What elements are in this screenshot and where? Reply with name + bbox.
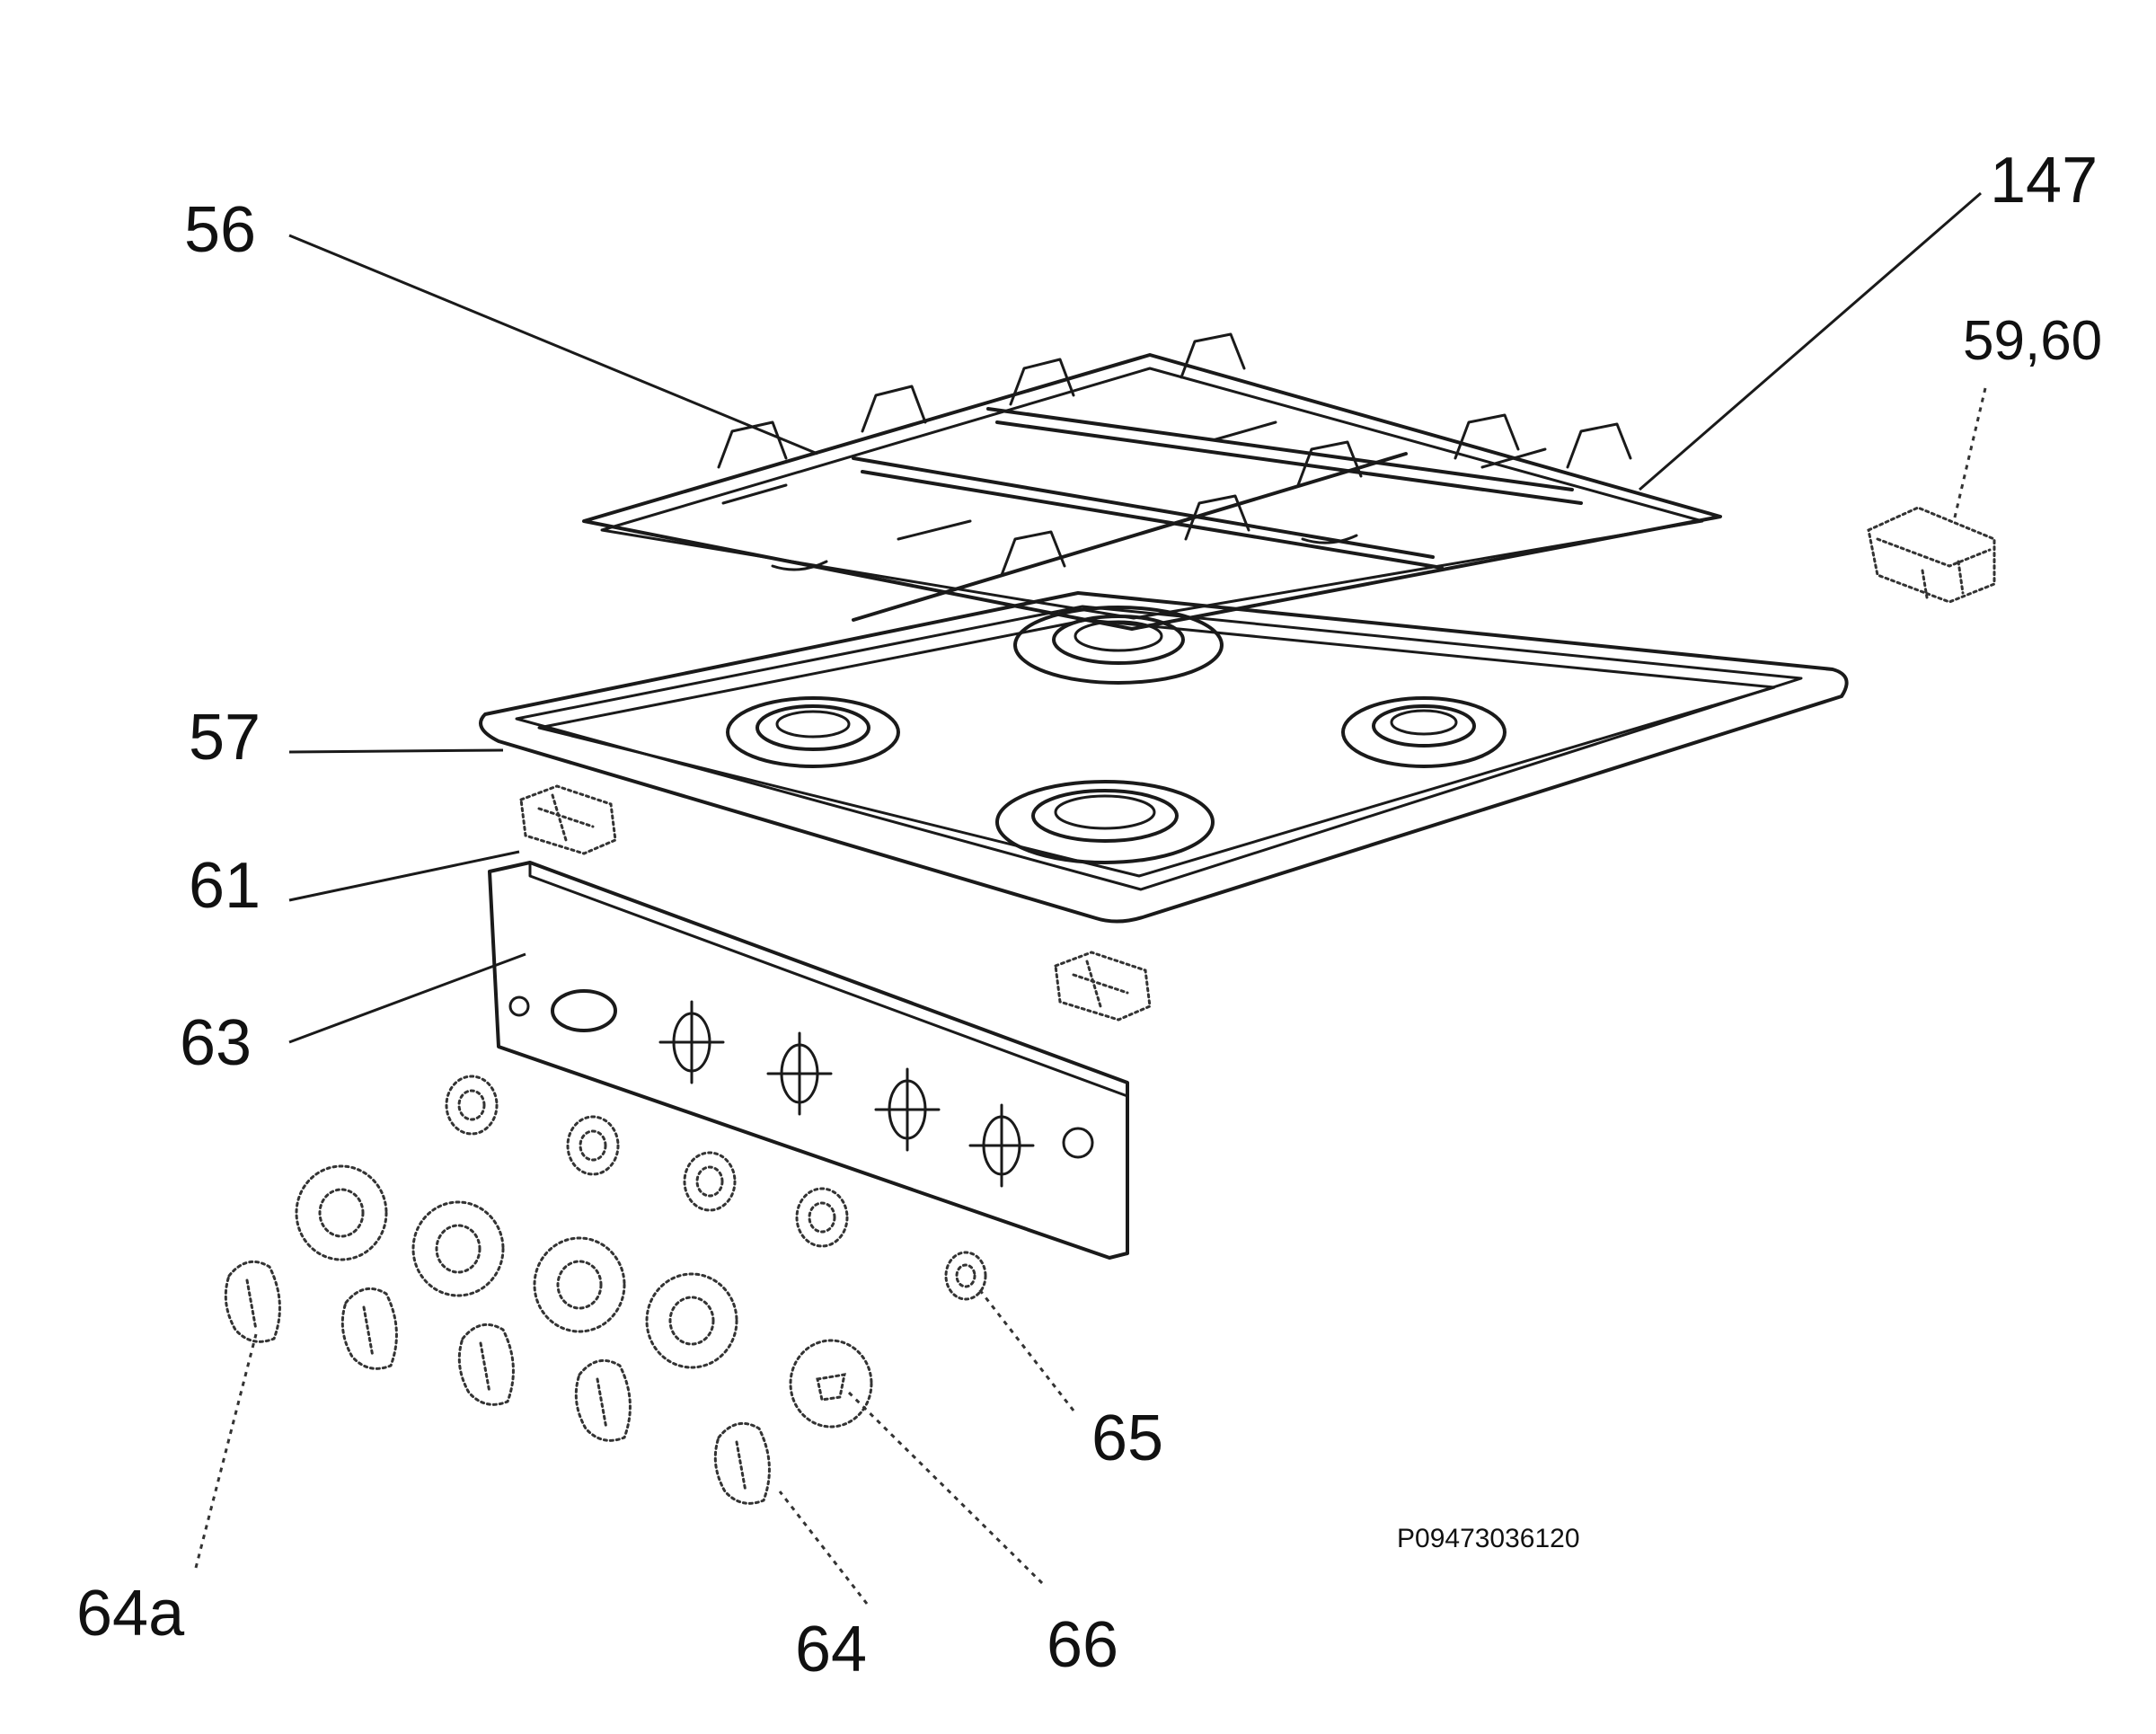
knob-2 [340,1287,398,1370]
label-56: 56 [184,194,256,266]
label-64: 64 [795,1614,867,1685]
bezel-4 [645,1272,738,1369]
label-61: 61 [189,850,261,922]
knob-4 [574,1358,632,1442]
bezel-5 [789,1339,873,1429]
bracket-left-drawing [519,784,617,855]
knob-1 [224,1260,281,1343]
spring-1 [445,1075,499,1136]
pan-support-grid-drawing [582,332,1722,631]
knobs-drawing [224,1260,771,1505]
spring-4 [795,1187,849,1248]
knob-opening-3 [874,1067,941,1152]
knob-3 [457,1323,515,1406]
spring-5 [944,1251,987,1301]
label-59-60: 59,60 [1963,310,2102,372]
label-63: 63 [180,1007,252,1079]
knob-opening-1 [658,1000,725,1084]
burner-right [1341,696,1507,768]
burner-front-left [726,696,900,768]
label-147: 147 [1990,145,2098,217]
bezels-drawing [295,1164,873,1429]
springs-drawing [445,1075,987,1301]
bezel-1 [295,1164,388,1261]
hob-top-drawing [479,591,1849,924]
knob-5 [713,1421,771,1505]
bezel-2 [411,1200,505,1297]
label-57: 57 [189,702,261,774]
spring-2 [566,1115,620,1176]
knob-opening-4 [968,1103,1035,1188]
label-65: 65 [1091,1402,1163,1474]
burner-front-center [995,780,1215,864]
knob-opening-2 [766,1031,833,1116]
spring-3 [683,1151,737,1212]
label-64a: 64a [76,1578,185,1650]
bracket-right-drawing [1054,951,1152,1022]
drawing-code: P09473036120 [1397,1524,1580,1553]
control-panel-drawing [488,861,1129,1260]
leader-lines [194,191,1987,1605]
label-66: 66 [1047,1609,1118,1681]
bezel-3 [533,1236,626,1333]
clip-drawing [1867,506,1996,604]
